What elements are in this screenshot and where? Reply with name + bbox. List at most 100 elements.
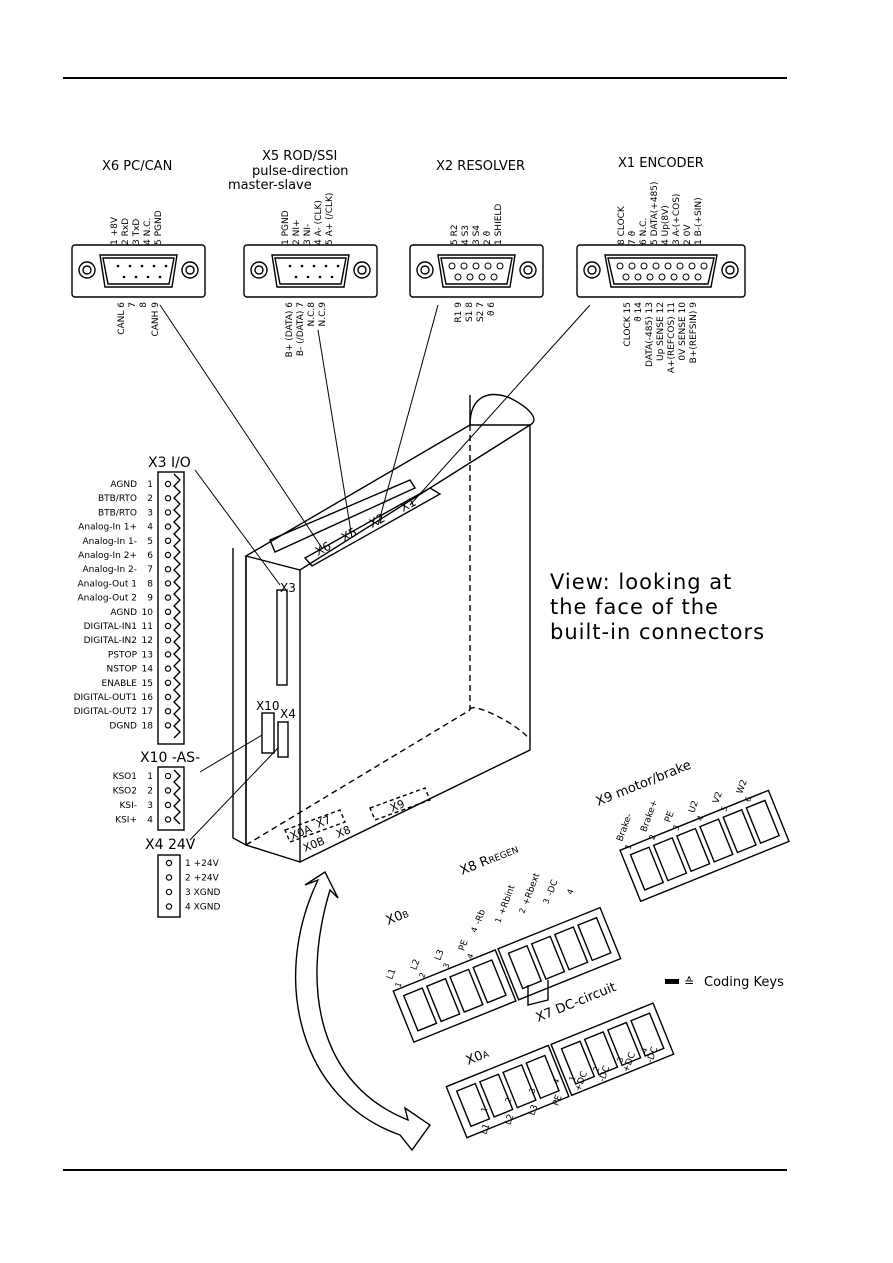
x10-terminal-hole — [164, 801, 172, 809]
device-label-x10: X10 — [256, 699, 280, 713]
x3-terminal-hole — [164, 665, 172, 672]
plug-bridge — [527, 980, 549, 1006]
x9-pin-number: 1 — [623, 843, 633, 851]
x5-dsub-connector — [243, 244, 378, 298]
coding-keys-legend: Coding Keys — [704, 975, 784, 990]
x3-pin-number: 11 — [142, 622, 153, 632]
x2-pin-4: 4 S3 — [461, 225, 471, 245]
x9-pin-number: 3 — [671, 824, 681, 832]
x3-pin-name: DGND — [109, 721, 137, 731]
x8-pin-number: 3 — [541, 897, 551, 905]
x5-pin-6: B+ (DATA) 6 — [285, 302, 295, 358]
x3-pin-name: Analog-Out 2 — [78, 594, 138, 604]
x2-title: X2 RESOLVER — [436, 159, 525, 174]
x0a-pin-number: 2 — [503, 1096, 513, 1104]
x10-pin-number: 2 — [147, 787, 153, 797]
x3-terminal-dots — [164, 480, 172, 729]
dsub-pin-rings — [448, 262, 708, 281]
x3-pin-name: Analog-In 1+ — [78, 523, 137, 533]
x2-pin-1: 1 SHIELD — [494, 204, 504, 245]
leader-lines — [159, 304, 591, 841]
x0b-pin-name: L1 — [385, 968, 398, 982]
x0b-x8-plug — [392, 906, 622, 1044]
x0b-pin-name: PE — [457, 938, 470, 952]
x0a-pin-name: L2 — [503, 1113, 516, 1127]
view-line-1: View: looking at — [550, 570, 733, 594]
x6-pin-9: CANH 9 — [151, 302, 161, 337]
x7-pin-number: 3 — [615, 1056, 625, 1064]
x3-pin-name: NSTOP — [107, 665, 138, 675]
x10-terminal-hole — [164, 816, 172, 823]
x7-pin-number: 1 — [567, 1075, 577, 1083]
x4-title: X4 24V — [145, 837, 196, 853]
x0a-pin-number: 4 — [551, 1077, 561, 1085]
x3-terminal-hole — [164, 495, 172, 502]
x10-pin-number: 3 — [147, 801, 153, 811]
x10-title: X10 -AS- — [140, 750, 200, 766]
x3-pin-name: Analog-Out 1 — [78, 579, 138, 589]
x1-pin-8: 8 CLOCK — [617, 205, 627, 245]
x3-pin-name: AGND — [110, 480, 137, 490]
x1-pin-2: 2 0V — [683, 224, 693, 245]
coding-keys-symbol: ≙ — [684, 975, 694, 989]
x2-pin-6: ϑ 6 — [487, 302, 497, 316]
x0b-pin-number: 2 — [417, 971, 427, 979]
bottom-rule — [63, 1169, 787, 1171]
x3-pin-number: 14 — [142, 665, 154, 675]
x4-terminal-strip — [157, 854, 181, 918]
x4-terminal-hole — [165, 859, 173, 867]
x4-terminal-hole — [165, 874, 173, 881]
x6-pin-1: 1 +8V — [110, 216, 120, 245]
x1-pin-14: ϑ 14 — [634, 302, 644, 322]
x9-pin-number: 4 — [695, 814, 705, 822]
x3-pin-number: 15 — [142, 679, 153, 689]
x9-pin-name: W2 — [735, 778, 749, 795]
x9-pin-name: Brake+ — [639, 799, 660, 834]
x3-terminal-hole — [164, 594, 172, 601]
x10-terminal-strip — [157, 766, 185, 831]
x3-pin-number: 17 — [142, 707, 153, 717]
view-line-3: built-in connectors — [550, 620, 766, 644]
x3-title: X3 I/O — [148, 455, 191, 471]
x3-pin-name: PSTOP — [108, 650, 138, 660]
x1-pin-4: 4 Up(8V) — [661, 205, 671, 245]
x9-pin-name: PE — [663, 810, 676, 824]
x3-pin-name: DIGITAL-OUT1 — [74, 693, 137, 703]
x3-pin-name: Analog-In 2+ — [78, 551, 137, 561]
x3-pin-name: AGND — [110, 608, 137, 618]
x3-terminal-hole — [164, 722, 172, 729]
rotation-arrow — [294, 870, 431, 1152]
x7-pin-number: 4 — [639, 1046, 649, 1054]
x3-terminal-hole — [164, 580, 172, 587]
device-label-x7: X7 — [314, 813, 332, 831]
x4-pin-label: 4 XGND — [185, 903, 220, 913]
x3-terminal-hole — [164, 509, 172, 516]
x3-terminal-hole — [164, 551, 172, 559]
x5-pin-5: 5 A+ (/CLK) — [325, 193, 335, 245]
x1-pin-12: Up SENSE 12 — [656, 302, 666, 361]
x0b-pin-name: L2 — [409, 958, 422, 972]
x10-terminal-dots — [164, 772, 172, 823]
x5-title-line2: pulse-direction — [252, 164, 349, 179]
x8-title: X8 RREGEN — [458, 842, 521, 879]
x9-pin-name: V2 — [711, 790, 724, 805]
dsub-pin-dots — [116, 264, 340, 279]
x10-pin-name: KSI+ — [115, 816, 137, 826]
x7-pin-number: 2 — [591, 1065, 601, 1073]
x3-pin-name: DIGITAL-OUT2 — [74, 707, 137, 717]
x1-pin-5: 5 DATA(+485) — [650, 181, 660, 245]
x1-pin-13: DATA(-485) 13 — [645, 302, 655, 367]
x6-title: X6 PC/CAN — [102, 159, 172, 174]
x3-terminal-hole — [164, 622, 172, 630]
x0a-pin-name: L3 — [527, 1104, 540, 1118]
x1-pin-1: 1 B-(+SIN) — [694, 197, 704, 245]
device-label-x5: X5 — [339, 525, 360, 545]
x3-pin-name: BTB/RTO — [98, 508, 137, 518]
x3-terminal-hole — [164, 537, 172, 545]
x8-pin-name: -Rb — [473, 908, 488, 926]
